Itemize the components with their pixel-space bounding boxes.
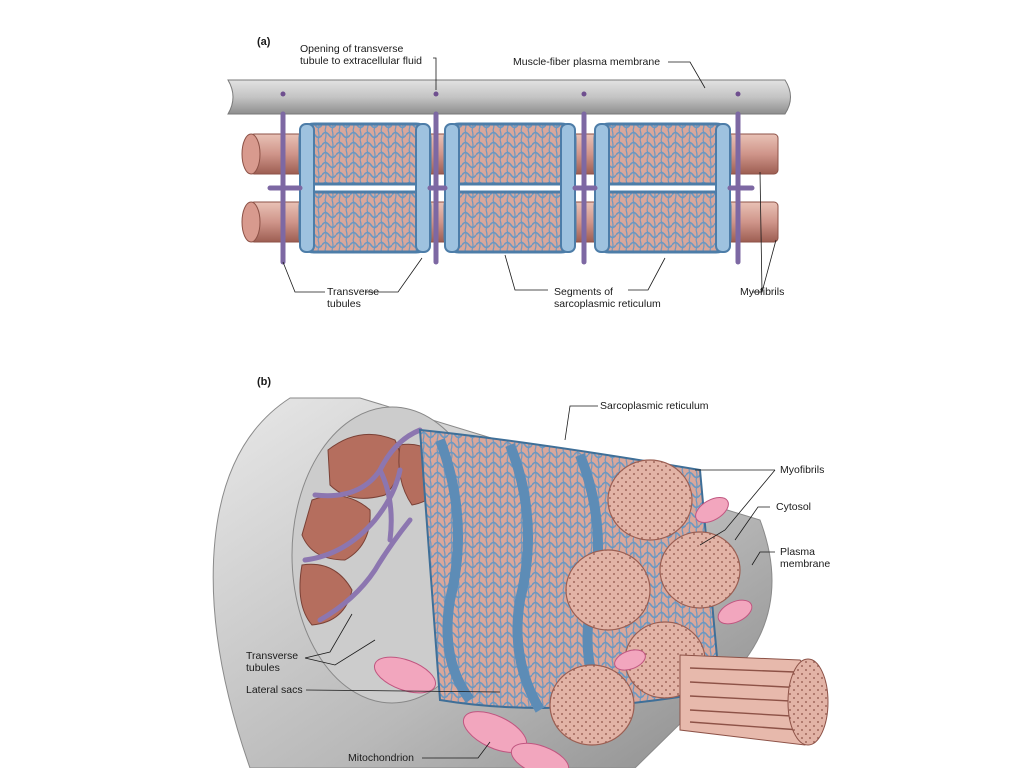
label-cytosol: Cytosol — [776, 501, 812, 513]
label-transverse-tubules-b: Transverse tubules — [246, 650, 299, 674]
panel-a-illustration — [227, 79, 791, 265]
label-lateral-sacs: Lateral sacs — [246, 684, 303, 696]
panel-a-tag: (a) — [257, 36, 271, 48]
sr-segments-a — [298, 122, 732, 254]
label-mitochondrion: Mitochondrion — [348, 752, 414, 764]
label-sarcoplasmic-reticulum: Sarcoplasmic reticulum — [600, 400, 709, 412]
t-tubule-opening — [280, 91, 286, 97]
t-tubules-b — [302, 427, 423, 623]
panel-a-leaders — [282, 57, 777, 293]
label-myofibrils-a: Myofibrils — [740, 286, 785, 298]
label-plasma-membrane: Plasma membrane — [780, 546, 831, 570]
label-muscle-fiber-membrane: Muscle-fiber plasma membrane — [513, 56, 661, 68]
t-tubules-a — [267, 111, 755, 265]
panel-b-leaders — [304, 405, 776, 759]
t-tubule-opening — [433, 91, 439, 97]
protruding-myofibril — [679, 654, 829, 746]
t-tubule-opening — [581, 91, 587, 97]
panel-b-illustration — [212, 397, 829, 773]
panel-b-tag: (b) — [257, 376, 272, 388]
t-tubule-opening — [735, 91, 741, 97]
label-t-tubule-opening: Opening of transverse tubule to extracel… — [300, 43, 422, 67]
label-sr-segments: Segments of sarcoplasmic reticulum — [554, 286, 661, 310]
plasma-membrane-a — [227, 79, 791, 115]
label-transverse-tubules-a: Transverse tubules — [327, 286, 380, 310]
cut-face-myofibrils — [299, 433, 449, 626]
label-myofibrils-b: Myofibrils — [780, 464, 825, 476]
